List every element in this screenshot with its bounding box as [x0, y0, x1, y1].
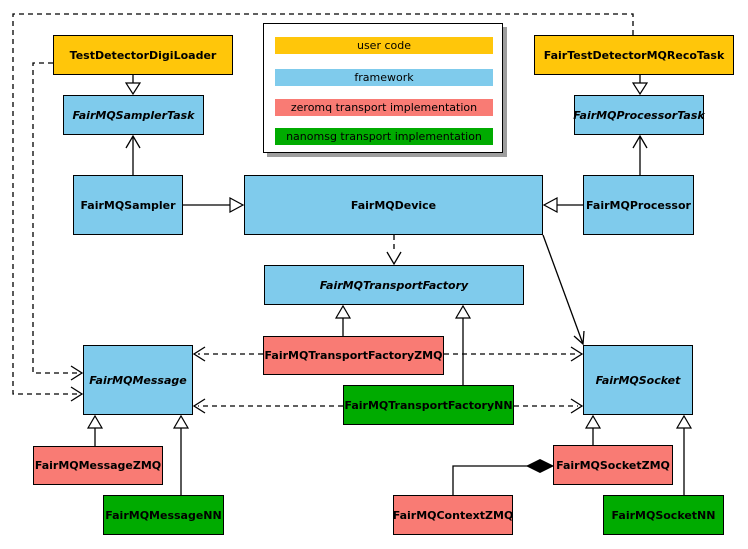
class-box-fairmqsocketnn: FairMQSocketNN — [603, 495, 724, 535]
class-box-fairmqmessagezmq: FairMQMessageZMQ — [33, 446, 163, 485]
class-box-fairmqmessage: FairMQMessage — [83, 345, 193, 415]
class-box-fairmqsamplertask: FairMQSamplerTask — [63, 95, 204, 135]
class-box-fairmqsocketzmq: FairMQSocketZMQ — [553, 445, 673, 485]
legend-label: framework — [354, 71, 414, 84]
legend-label: nanomsg transport implementation — [286, 130, 482, 143]
legend-label: user code — [356, 39, 412, 52]
legend-box: user code framework zeromq transport imp… — [263, 23, 503, 153]
class-box-fairmqsocket: FairMQSocket — [583, 345, 693, 415]
edge-processor-device-inheritance — [542, 196, 583, 214]
edge-messagenn-message-inheritance — [172, 414, 190, 495]
edge-sampler-samplertask-association — [125, 134, 141, 175]
edge-processor-processortask-association — [632, 134, 648, 175]
class-box-fairmqtransportfactorynn: FairMQTransportFactoryNN — [343, 385, 514, 425]
edge-socketzmq-socket-inheritance — [584, 414, 602, 445]
edge-socketnn-socket-inheritance — [675, 414, 693, 495]
edge-digiloader-samplertask-inheritance — [124, 75, 142, 96]
class-box-fairmqtransportfactoryzmq: FairMQTransportFactoryZMQ — [263, 336, 444, 375]
edge-factorynn-socket-dependency — [514, 398, 584, 414]
edge-sampler-device-inheritance — [183, 196, 245, 214]
class-box-fairmqsampler: FairMQSampler — [73, 175, 183, 235]
legend-item-zeromq: zeromq transport implementation — [275, 99, 493, 116]
edge-factoryzmq-factory-inheritance — [334, 304, 352, 336]
edge-recotask-processortask-inheritance — [631, 75, 649, 96]
edge-factorynn-message-dependency — [192, 398, 343, 414]
class-box-fairmqmessagenn: FairMQMessageNN — [103, 495, 224, 535]
legend-item-user-code: user code — [275, 37, 493, 54]
edge-device-socket-association — [542, 234, 585, 346]
class-box-fairmqdevice: FairMQDevice — [244, 175, 543, 235]
edge-factorynn-factory-inheritance — [454, 304, 472, 385]
edge-factoryzmq-socket-dependency — [444, 346, 584, 362]
legend-item-framework: framework — [275, 69, 493, 86]
class-box-fairmqcontextzmq: FairMQContextZMQ — [393, 495, 513, 535]
class-box-fairmqtransportfactory: FairMQTransportFactory — [264, 265, 524, 305]
edge-factoryzmq-message-dependency — [192, 346, 263, 362]
edge-device-transportfactory-dependency — [386, 235, 402, 266]
legend-item-nanomsg: nanomsg transport implementation — [275, 128, 493, 145]
class-box-fairtestdetectormqrecotask: FairTestDetectorMQRecoTask — [534, 35, 734, 75]
class-box-fairmqprocessor: FairMQProcessor — [583, 175, 694, 235]
edge-socketzmq-contextzmq-composition — [452, 458, 555, 495]
class-box-testdetectordigiloader: TestDetectorDigiLoader — [53, 35, 233, 75]
class-box-fairmqprocessortask: FairMQProcessorTask — [573, 95, 705, 135]
edge-messagezmq-message-inheritance — [86, 414, 104, 446]
legend-label: zeromq transport implementation — [290, 101, 478, 114]
